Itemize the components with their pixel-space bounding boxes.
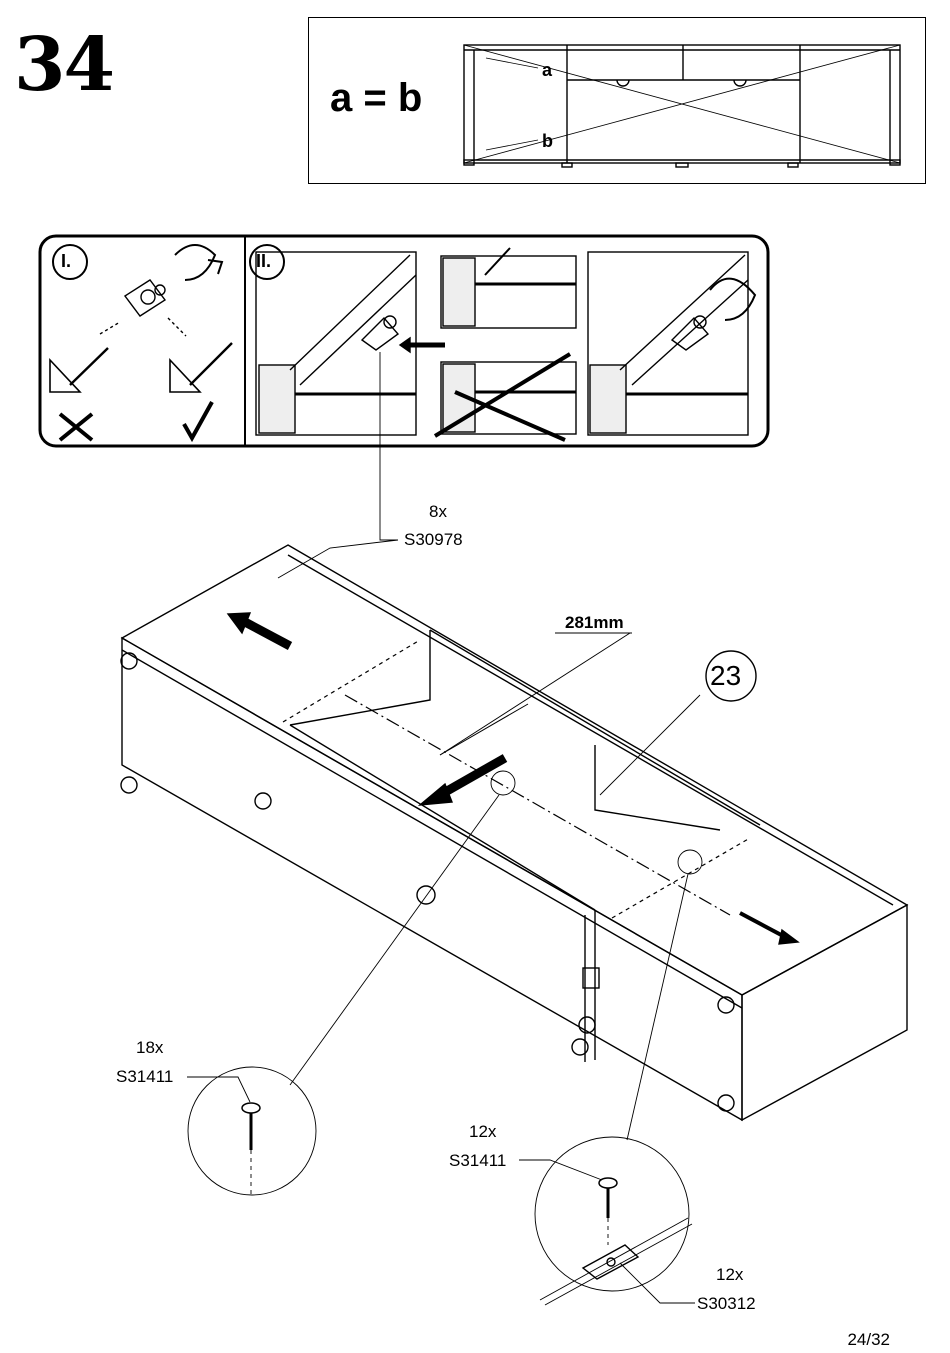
step-number: 34 [14, 22, 115, 108]
diagonal-label-a: a [542, 60, 553, 80]
panel-label-one: I. [61, 251, 72, 271]
diagonal-equation: a = b [330, 76, 423, 120]
cam-leader [379, 352, 398, 541]
cabinet-isometric [120, 544, 909, 1141]
screw-plate-detail-right [519, 1136, 695, 1306]
diagonal-check-box [308, 17, 926, 184]
part-number: 23 [710, 660, 742, 691]
plate-quantity: 12x [716, 1265, 744, 1284]
part-number-circle [705, 650, 757, 702]
screw-right-code: S31411 [449, 1151, 507, 1170]
screw-left-quantity: 18x [136, 1038, 164, 1057]
instruction-panel [38, 234, 770, 448]
panel-label-two: II. [256, 251, 272, 271]
cam-part-code: S30978 [404, 530, 463, 549]
cam-quantity: 8x [429, 502, 447, 521]
dimension-label: 281mm [565, 613, 624, 632]
cabinet-front-view [463, 44, 901, 168]
cam-insertion-views [255, 247, 757, 442]
page-number: 24/32 [847, 1330, 890, 1349]
screw-right-quantity: 12x [469, 1122, 497, 1141]
screw-detail-left [187, 1066, 317, 1196]
cam-fitting-detail [49, 244, 233, 443]
screw-left-code: S31411 [116, 1067, 174, 1086]
plate-code: S30312 [697, 1294, 756, 1313]
diagonal-label-b: b [542, 131, 553, 151]
